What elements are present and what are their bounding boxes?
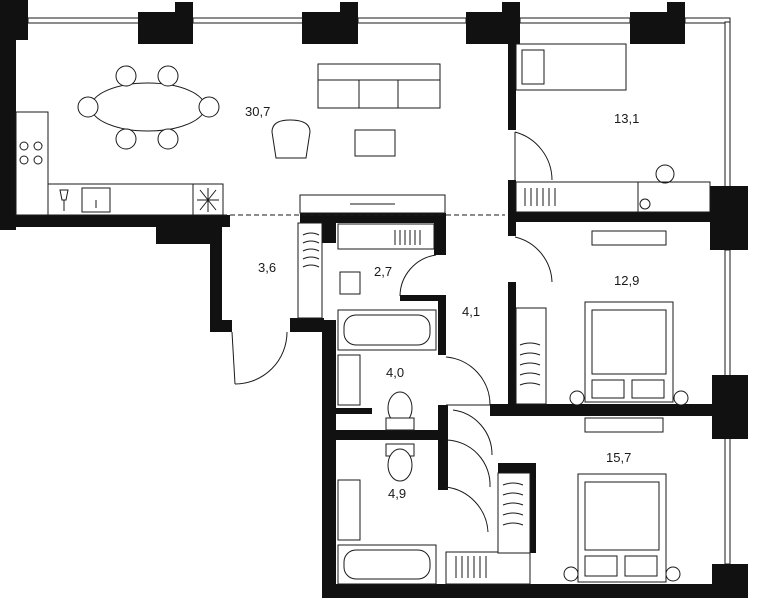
kitchen-counter	[15, 111, 224, 216]
area-labels: 30,7 3,6 2,7 4,1 4,0 4,9 13,1 12,9 15,7	[245, 104, 639, 501]
coffee-table	[354, 129, 396, 157]
area-bedroom-top: 13,1	[614, 111, 639, 126]
bathroom-2-fixtures	[337, 443, 531, 585]
area-corridor: 4,1	[462, 304, 480, 319]
area-bedroom-middle: 12,9	[614, 273, 639, 288]
area-hall: 3,6	[258, 260, 276, 275]
area-wc: 2,7	[374, 264, 392, 279]
dining-table	[77, 65, 220, 150]
bedroom-top-furniture	[515, 43, 711, 213]
area-bathroom-1: 4,0	[386, 365, 404, 380]
bedroom-bottom-furniture	[497, 417, 681, 583]
sofa	[317, 63, 441, 109]
hall-wardrobe	[297, 194, 446, 319]
area-bathroom-2: 4,9	[388, 486, 406, 501]
area-living-kitchen: 30,7	[245, 104, 270, 119]
armchair	[271, 119, 311, 159]
doors	[231, 131, 553, 533]
bedroom-middle-furniture	[515, 230, 689, 406]
area-bedroom-bottom: 15,7	[606, 450, 631, 465]
bathroom-1-fixtures	[337, 309, 437, 431]
wc-fixtures	[337, 223, 435, 295]
